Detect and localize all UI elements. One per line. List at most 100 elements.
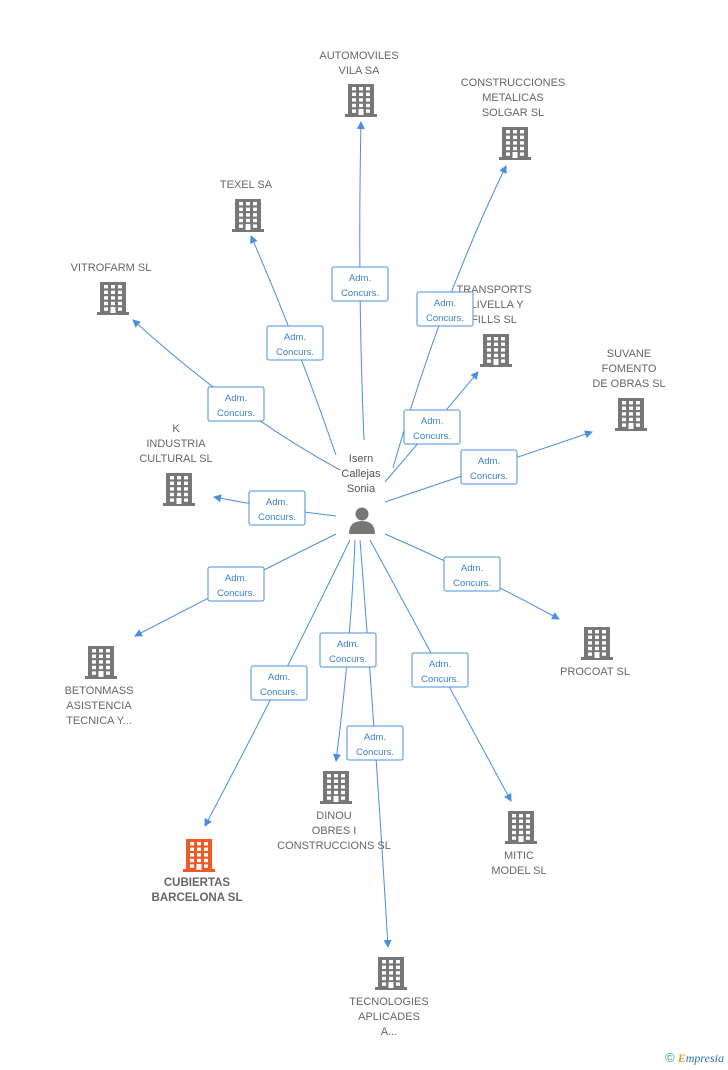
building-window [512, 814, 516, 818]
building-icon[interactable] [85, 646, 117, 679]
relation-label-betonmass[interactable]: Adm.Concurs. [207, 566, 265, 602]
node-label-line: CUBIERTAS [164, 877, 231, 889]
building-window [622, 412, 626, 416]
building-icon[interactable] [505, 811, 537, 844]
building-window [104, 285, 108, 289]
building-icon[interactable] [345, 84, 377, 117]
relation-label-transports[interactable]: Adm.Concurs. [403, 409, 461, 445]
relation-box [248, 490, 306, 526]
relation-box [411, 652, 469, 688]
building-window [92, 654, 96, 658]
building-window [106, 654, 110, 658]
building-window [111, 301, 115, 306]
building-window [253, 218, 257, 223]
building-window [92, 665, 96, 670]
building-window [104, 296, 108, 300]
building-window [352, 98, 356, 102]
building-window [595, 641, 599, 645]
building-icon[interactable] [615, 398, 647, 431]
relation-label-mitic[interactable]: Adm.Concurs. [411, 652, 469, 688]
building-window [602, 641, 606, 645]
node-label-line: OBRES I [312, 825, 357, 837]
person-icon[interactable] [349, 507, 375, 535]
relation-label-dinou[interactable]: Adm.Concurs. [319, 632, 377, 668]
relation-label-procoat[interactable]: Adm.Concurs. [443, 556, 501, 592]
relation-text: Adm. [434, 298, 456, 309]
building-window [246, 213, 250, 217]
building-window [104, 301, 108, 306]
building-window [197, 858, 201, 863]
empresia-credit[interactable]: © Empresia [665, 1050, 724, 1066]
relation-text: Concurs. [470, 471, 508, 482]
node-label-vitrofarm[interactable]: VITROFARM SL [71, 262, 152, 274]
node-label-procoat[interactable]: PROCOAT SL [560, 666, 630, 678]
building-base [232, 229, 264, 232]
building-icon[interactable] [499, 127, 531, 160]
building-icon[interactable] [581, 627, 613, 660]
building-icon[interactable] [97, 282, 129, 315]
building-window [246, 202, 250, 206]
building-window [111, 290, 115, 294]
building-icon[interactable] [183, 839, 215, 872]
building-window [389, 976, 393, 981]
building-window [595, 630, 599, 634]
relation-label-construcciones-metalicas[interactable]: Adm.Concurs. [416, 291, 474, 327]
building-window [99, 649, 103, 653]
relation-label-suvane[interactable]: Adm.Concurs. [460, 449, 518, 485]
relation-box [331, 266, 389, 302]
building-window [253, 213, 257, 217]
relation-label-cubiertas[interactable]: Adm.Concurs. [250, 665, 308, 701]
building-window [366, 109, 370, 113]
building-window [170, 476, 174, 480]
relation-labels-layer: Adm.Concurs.Adm.Concurs.Adm.Concurs.Adm.… [207, 266, 518, 761]
building-window [622, 417, 626, 422]
building-window [366, 92, 370, 96]
building-window [106, 649, 110, 653]
building-window [341, 796, 345, 800]
building-icon[interactable] [163, 473, 195, 506]
building-icon[interactable] [320, 771, 352, 804]
building-window [118, 290, 122, 294]
building-window [341, 790, 345, 795]
relation-label-vitrofarm[interactable]: Adm.Concurs. [207, 386, 265, 422]
building-window [341, 774, 345, 778]
building-icon[interactable] [480, 334, 512, 367]
relation-label-texel[interactable]: Adm.Concurs. [266, 325, 324, 361]
node-label-line: CONSTRUCCIONES [461, 77, 566, 89]
relation-label-k-industria[interactable]: Adm.Concurs. [248, 490, 306, 526]
building-window [501, 342, 505, 346]
building-window [389, 960, 393, 964]
building-window [519, 830, 523, 835]
building-window [512, 819, 516, 823]
building-window [494, 337, 498, 341]
building-window [494, 342, 498, 346]
building-window [239, 213, 243, 217]
node-label-texel[interactable]: TEXEL SA [220, 179, 273, 191]
building-door [176, 498, 182, 504]
building-window [501, 337, 505, 341]
node-label-line: DE OBRAS SL [592, 378, 665, 390]
building-door [358, 109, 364, 115]
building-window [487, 348, 491, 352]
building-window [239, 218, 243, 223]
building-icon[interactable] [375, 957, 407, 990]
relation-label-automoviles[interactable]: Adm.Concurs. [331, 266, 389, 302]
building-window [170, 487, 174, 491]
building-icon[interactable] [232, 199, 264, 232]
building-window [327, 790, 331, 795]
building-window [359, 87, 363, 91]
relation-label-tecnologies[interactable]: Adm.Concurs. [346, 725, 404, 761]
node-label-line: APLICADES [358, 1011, 420, 1023]
